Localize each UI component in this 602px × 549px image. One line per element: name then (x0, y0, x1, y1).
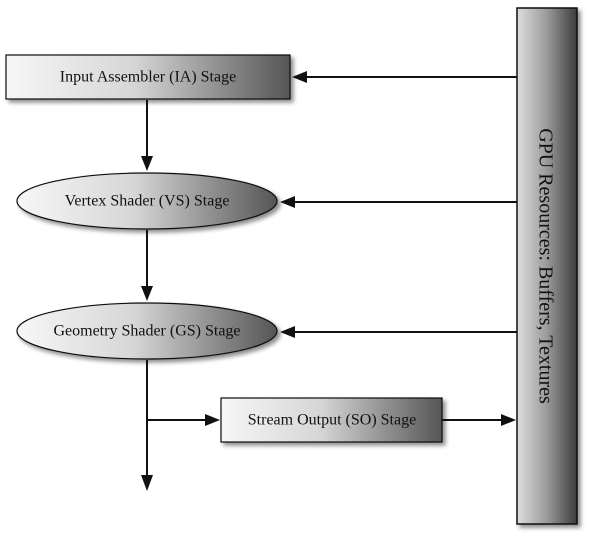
geometry-shader-stage: Geometry Shader (GS) Stage (16, 302, 278, 360)
geometry-shader-label: Geometry Shader (GS) Stage (53, 323, 240, 340)
arrow-vs-to-gs (141, 230, 153, 301)
gpu-resources-block: GPU Resources: Buffers, Textures (516, 7, 578, 525)
arrow-gs-down (141, 360, 153, 491)
vertex-shader-stage: Vertex Shader (VS) Stage (16, 172, 278, 230)
arrow-gs-to-so (147, 414, 220, 426)
stream-output-label: Stream Output (SO) Stage (248, 412, 416, 429)
arrow-resources-to-gs (280, 326, 517, 338)
arrow-resources-to-ia (292, 71, 517, 83)
stream-output-stage: Stream Output (SO) Stage (220, 397, 443, 443)
arrow-so-to-resources (442, 414, 516, 426)
input-assembler-label: Input Assembler (IA) Stage (60, 69, 236, 86)
vertex-shader-label: Vertex Shader (VS) Stage (65, 193, 230, 210)
arrow-resources-to-vs (280, 196, 517, 208)
arrow-ia-to-vs (141, 100, 153, 171)
gpu-resources-label: GPU Resources: Buffers, Textures (534, 128, 556, 404)
input-assembler-stage: Input Assembler (IA) Stage (5, 54, 291, 100)
